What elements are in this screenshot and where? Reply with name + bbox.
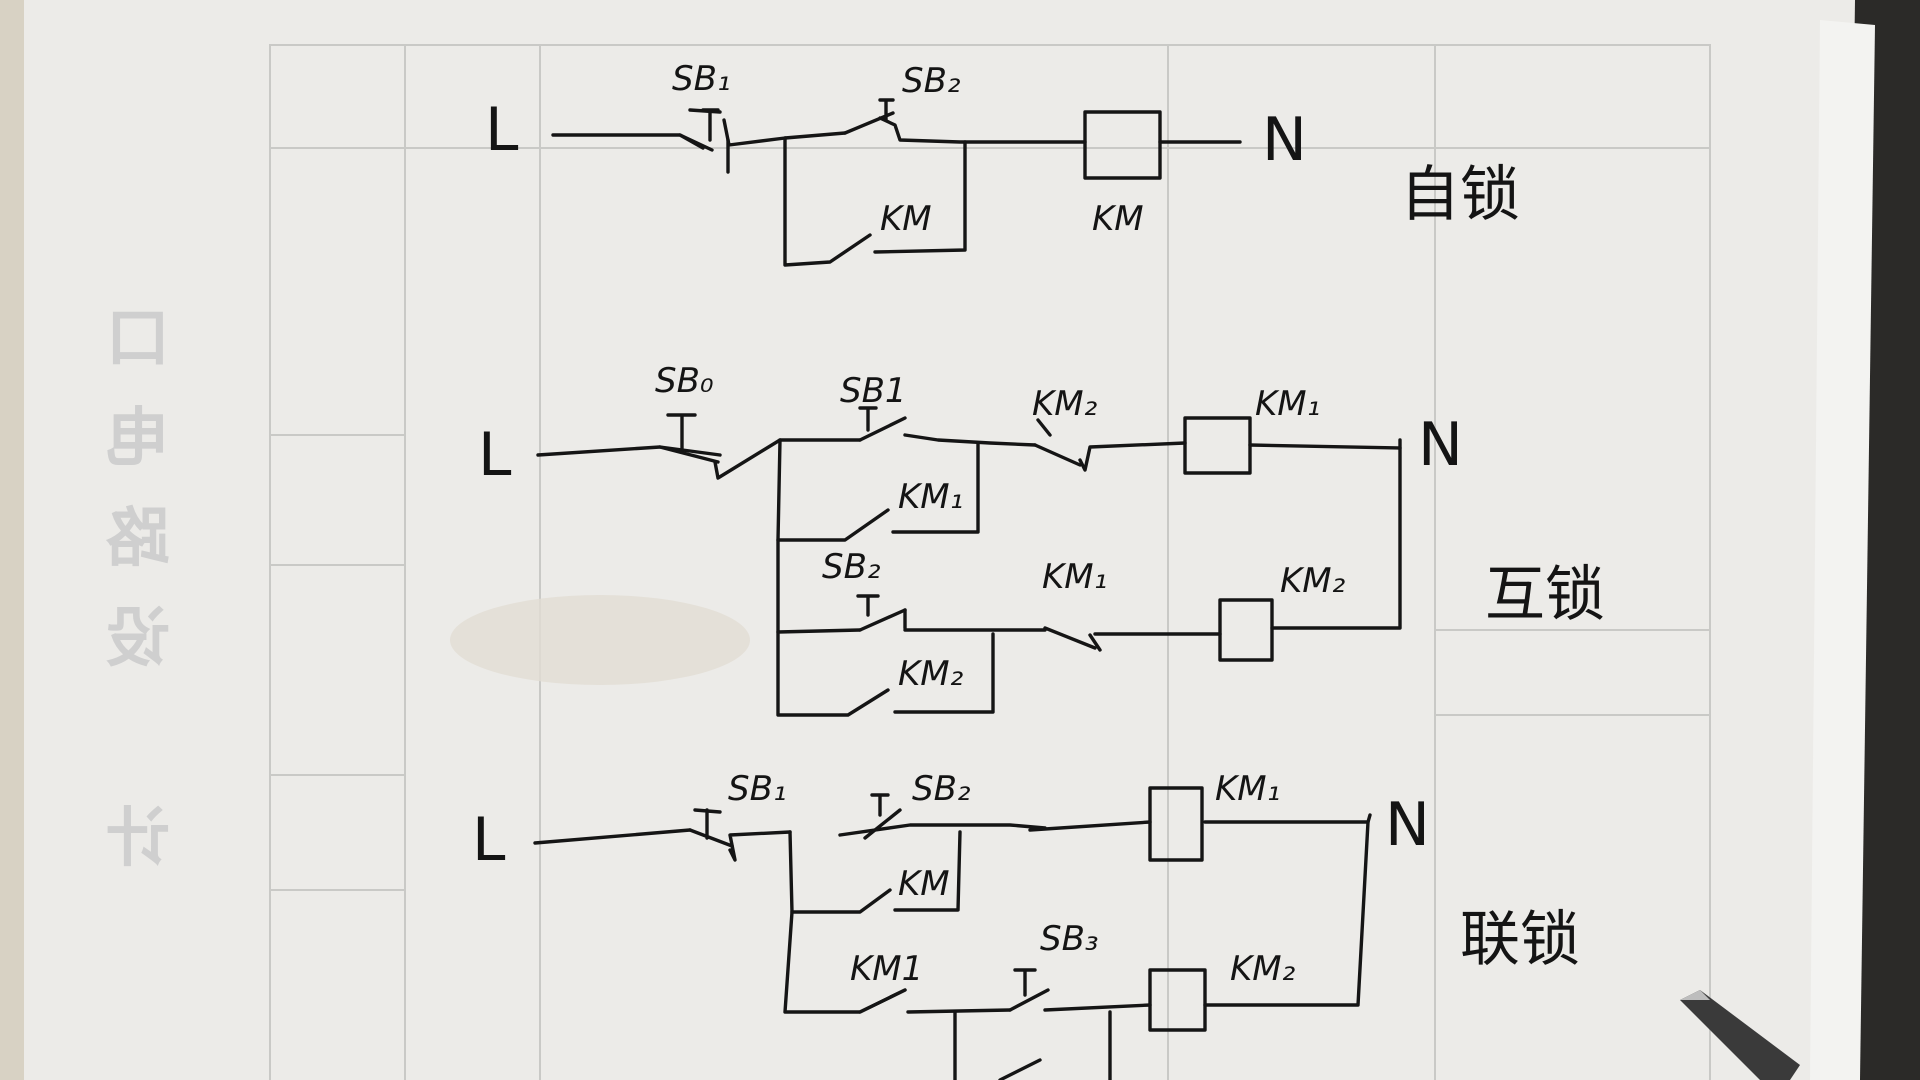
line-terminal-label: L <box>478 420 512 490</box>
coil-km1 <box>1148 786 1204 862</box>
enable-km1-label: KM1 <box>850 949 923 989</box>
title-interlock: 互锁 <box>1485 560 1605 630</box>
neutral-terminal-label: N <box>1385 790 1430 860</box>
circuit-self-lock: L N SB₁ SB₂ KM KM 自锁 <box>485 59 1520 267</box>
hold-contact-km2 <box>776 630 995 717</box>
sb2-label: SB₂ <box>902 61 961 101</box>
title-self-lock: 自锁 <box>1400 160 1520 230</box>
svg-text:口: 口 <box>106 302 170 376</box>
coil-km2-label: KM₂ <box>1280 561 1346 601</box>
start-button-sb2 <box>843 98 895 135</box>
stop-button-sb1 <box>688 808 734 848</box>
coil-km2-label: KM₂ <box>1230 949 1296 989</box>
neutral-terminal-label: N <box>1262 105 1307 175</box>
svg-text:电: 电 <box>106 402 170 476</box>
enable-contact-km1 <box>858 988 907 1014</box>
coil-km1-label: KM₁ <box>1215 769 1280 809</box>
circuit-linked-lock: L N SB₁ SB₂ KM₁ KM KM1 SB₃ KM₂ 联锁 <box>472 769 1580 1080</box>
rung-2-wire <box>783 820 1370 1014</box>
hold-km2-label: KM₂ <box>898 654 964 694</box>
rung-3-wire <box>953 1010 1112 1080</box>
hold-contact-km <box>788 830 962 914</box>
side-text: 口 电 路 设 计 <box>105 302 170 876</box>
sb1-label: SB₁ <box>672 59 731 99</box>
neutral-terminal-label: N <box>1418 410 1463 480</box>
stain <box>450 595 750 685</box>
pen-icon <box>1680 990 1800 1080</box>
hold-contact-label: KM <box>880 199 932 239</box>
svg-text:计: 计 <box>106 802 170 876</box>
sb0-label: SB₀ <box>655 361 714 401</box>
sb3-label: SB₃ <box>1040 919 1099 959</box>
stop-button-sb0 <box>658 413 720 464</box>
start-button-sb2 <box>863 793 902 840</box>
hold-km1-label: KM₁ <box>898 477 963 517</box>
coil-km <box>1083 110 1162 180</box>
hold-contact-km <box>783 136 967 267</box>
start-button-sb1 <box>858 406 907 442</box>
sb2-label: SB₂ <box>912 769 971 809</box>
sb2-label: SB₂ <box>822 547 881 587</box>
interlock-contact-km1 <box>1043 626 1097 650</box>
svg-text:路: 路 <box>105 502 170 576</box>
title-linked-lock: 联锁 <box>1460 905 1580 975</box>
svg-text:设: 设 <box>106 602 170 676</box>
coil-km2 <box>1218 598 1274 662</box>
line-terminal-label: L <box>485 95 519 165</box>
sb1-label: SB₁ <box>728 769 787 809</box>
coil-label: KM <box>1092 199 1144 239</box>
stop-button-sb1 <box>678 108 730 174</box>
start-button-sb2 <box>856 594 907 632</box>
km2-interlock-label: KM₂ <box>1032 384 1098 424</box>
paper-sheet: 口 电 路 设 计 <box>0 0 1875 1080</box>
coil-km1 <box>1183 416 1252 475</box>
interlock-contact-km2 <box>1033 418 1082 467</box>
coil-km1-label: KM₁ <box>1255 384 1320 424</box>
hold-contact-km1 <box>776 438 980 542</box>
circuit-interlock: L N SB₀ SB1 KM₂ KM₁ KM₁ SB₂ KM₁ KM₂ KM₂ … <box>478 361 1605 717</box>
hold-km-label: KM <box>898 864 950 904</box>
form-grid <box>269 44 1711 1080</box>
line-terminal-label: L <box>472 805 506 875</box>
start-button-sb3 <box>1008 968 1050 1012</box>
coil-km2 <box>1148 968 1207 1032</box>
sb1-label: SB1 <box>840 371 907 411</box>
km1-interlock-label: KM₁ <box>1042 557 1107 597</box>
